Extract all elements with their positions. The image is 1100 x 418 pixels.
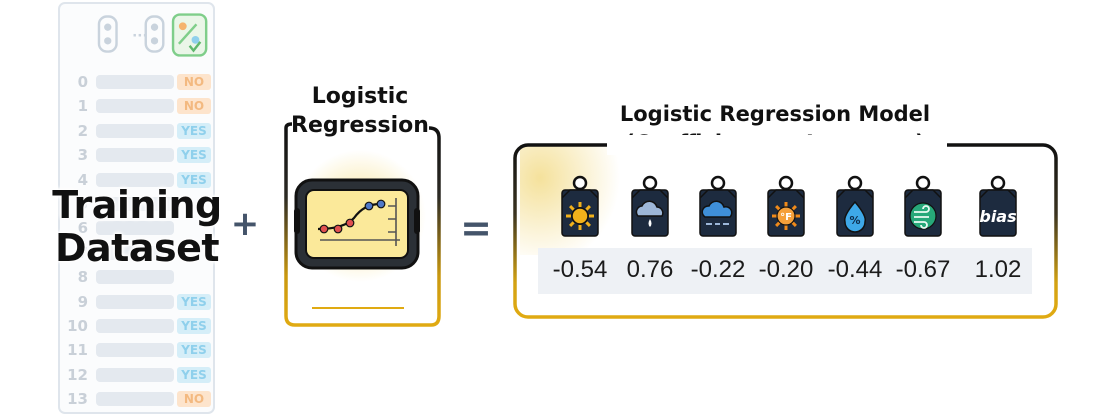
column-icon-a	[97, 15, 118, 53]
target-column-icon	[171, 13, 208, 57]
training-dataset-title-line2: Dataset	[54, 226, 220, 270]
coefficient-strip	[538, 248, 1032, 294]
coefficient-value: 1.02	[974, 256, 1022, 283]
red-point	[345, 218, 355, 228]
row-index: 2	[77, 121, 88, 140]
column-icon-b	[144, 15, 165, 53]
row-target-label: YES	[177, 342, 211, 359]
coefficient-value: -0.22	[690, 256, 746, 283]
row-target-label: YES	[177, 317, 211, 334]
dataset-row: 6	[60, 216, 213, 240]
row-feature-bar	[96, 245, 174, 260]
dataset-row: 4 YES	[60, 168, 213, 192]
dataset-row: 2 YES	[60, 119, 213, 143]
row-target-label: YES	[177, 147, 211, 164]
algorithm-title-line2: Regression	[291, 113, 429, 138]
equals-operator: =	[460, 206, 492, 250]
dataset-row: 3 YES	[60, 143, 213, 167]
row-target-label: YES	[177, 122, 211, 139]
row-index: 9	[77, 292, 88, 311]
coefficient-value: -0.20	[758, 256, 814, 283]
row-index: 8	[77, 268, 88, 287]
coefficient-value: -0.44	[827, 256, 883, 283]
row-index: 3	[77, 146, 88, 165]
row-feature-bar	[96, 196, 174, 211]
row-index: 5	[77, 194, 88, 213]
row-target-label: NO	[177, 391, 211, 408]
row-feature-bar	[96, 270, 174, 285]
row-index: 7	[77, 243, 88, 262]
training-dataset-title: Training Dataset	[47, 184, 227, 270]
model-title-line1: Logistic Regression Model	[619, 102, 931, 126]
algorithm-title-line1: Logistic	[311, 84, 409, 109]
header-ellipsis: ···	[132, 28, 148, 44]
dataset-row: 5	[60, 192, 213, 216]
row-feature-bar	[96, 294, 174, 309]
blue-point	[376, 199, 386, 209]
row-feature-bar	[96, 318, 174, 333]
row-target-label: NO	[177, 98, 211, 115]
blue-point	[364, 201, 374, 211]
red-point	[319, 224, 329, 234]
training-dataset-title-line1: Training	[52, 183, 222, 227]
algorithm-title: Logistic Regression	[285, 82, 435, 140]
plus-operator: +	[230, 204, 260, 244]
row-feature-bar	[96, 148, 174, 163]
row-feature-bar	[96, 172, 174, 187]
dataset-row: 11 YES	[60, 338, 213, 362]
dataset-row: 13 NO	[60, 387, 213, 411]
row-feature-bar	[96, 392, 174, 407]
coefficient-value: -0.54	[552, 256, 608, 283]
row-index: 10	[67, 316, 88, 335]
dataset-row: 1 NO	[60, 94, 213, 118]
row-target-label: YES	[177, 171, 211, 188]
dataset-row: 9 YES	[60, 290, 213, 314]
logistic-monitor-icon	[294, 178, 420, 270]
row-index: 13	[67, 390, 88, 409]
red-point	[333, 224, 343, 234]
row-feature-bar	[96, 123, 174, 138]
algorithm-card	[284, 122, 441, 327]
row-index: 6	[77, 219, 88, 238]
row-feature-bar	[96, 75, 174, 89]
row-feature-bar	[96, 221, 174, 236]
dataset-row: 7	[60, 241, 213, 265]
row-target-label: YES	[177, 366, 211, 383]
model-card-decoration	[520, 145, 620, 255]
row-target-label: YES	[177, 293, 211, 310]
dataset-row: 8	[60, 265, 213, 289]
row-target-label: NO	[177, 74, 211, 90]
coefficient-value: -0.67	[895, 256, 951, 283]
dataset-row: 10 YES	[60, 314, 213, 338]
row-feature-bar	[96, 367, 174, 382]
dataset-row: 0 NO	[60, 70, 213, 94]
row-index: 4	[77, 170, 88, 189]
row-index: 12	[67, 365, 88, 384]
dataset-row: 12 YES	[60, 363, 213, 387]
row-index: 1	[77, 97, 88, 116]
algorithm-card-frame	[284, 126, 441, 327]
row-index: 0	[77, 73, 88, 91]
coefficient-value: 0.76	[626, 256, 674, 283]
row-index: 11	[67, 341, 88, 360]
row-feature-bar	[96, 343, 174, 358]
dataset-header: ···	[97, 13, 208, 57]
row-feature-bar	[96, 99, 174, 114]
